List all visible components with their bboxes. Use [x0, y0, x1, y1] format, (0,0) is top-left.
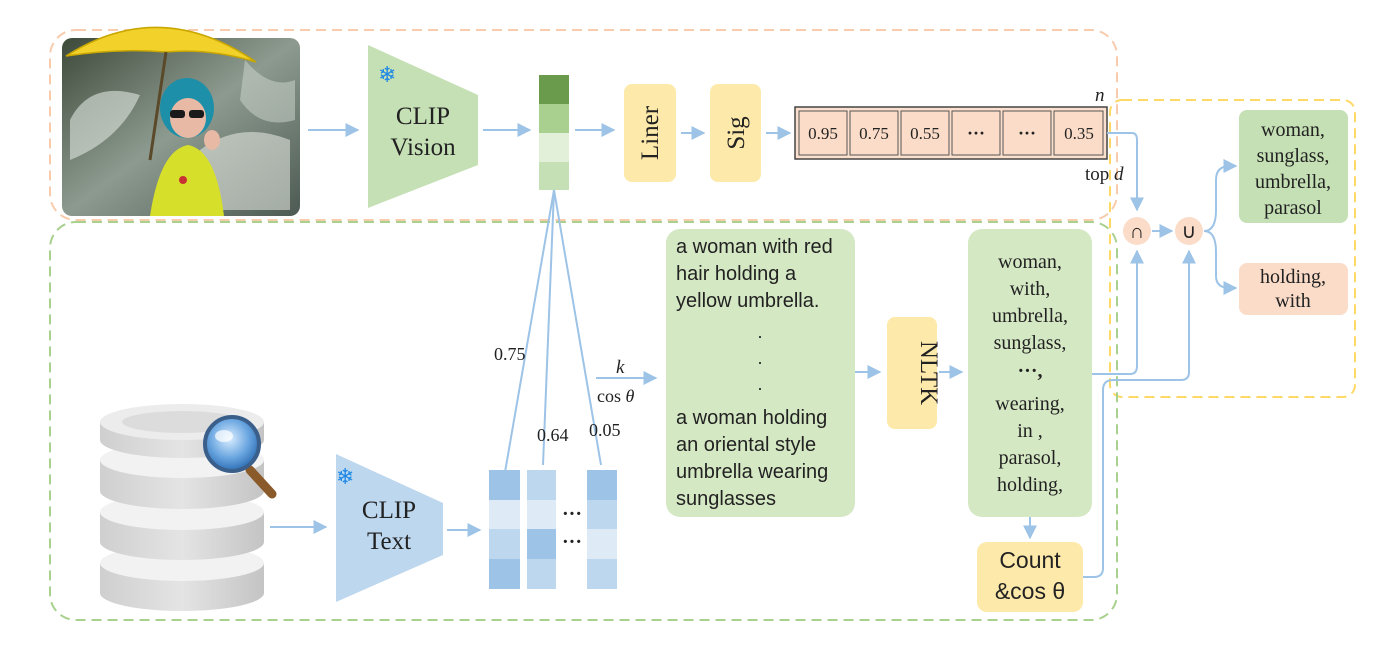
similarity-value: 0.05: [589, 420, 621, 440]
clip-vision-label-2: Vision: [390, 134, 456, 161]
captions-box: [666, 229, 855, 517]
nltk-label: NLTK: [915, 341, 942, 405]
sig-label: Sig: [723, 116, 750, 150]
caption-dot: .: [757, 348, 762, 368]
arrow-union-to-selected: [1203, 159, 1238, 232]
score-vector: [794, 106, 1108, 160]
score-cell: 0.55: [910, 124, 940, 143]
word-line: ···,: [1017, 360, 1042, 382]
words-box: [968, 229, 1092, 517]
intersection-operator: [1123, 217, 1151, 245]
sig-box: [710, 84, 761, 182]
caption-dot: .: [757, 322, 762, 342]
output-rejected-line: holding,: [1260, 266, 1326, 288]
caption-line: an oriental style: [676, 434, 816, 456]
clip-vision-encoder: [368, 45, 478, 208]
output-selected-line: umbrella,: [1255, 171, 1331, 193]
liner-box: [624, 84, 676, 182]
word-line: woman,: [998, 251, 1062, 273]
vision-branch-frame: [49, 29, 1118, 221]
similarity-line: [504, 189, 555, 473]
word-line: umbrella,: [992, 305, 1068, 327]
text-embedding: [489, 470, 520, 589]
top-d-label: top d: [1085, 164, 1124, 185]
output-rejected-line: with: [1275, 290, 1311, 312]
liner-label: Liner: [637, 105, 664, 160]
ellipsis: ···: [562, 503, 582, 525]
word-line: in ,: [1017, 420, 1043, 442]
input-photo: [62, 26, 300, 216]
k-label: k: [616, 357, 625, 378]
cos-theta-label: cos θ: [597, 386, 635, 406]
similarity-line: [553, 189, 602, 466]
caption-line: a woman with red: [676, 236, 833, 258]
arrow-count-to-union: [1083, 249, 1196, 578]
clip-vision-label-1: CLIP: [396, 103, 450, 130]
n-label: n: [1095, 85, 1105, 106]
caption-line: yellow umbrella.: [676, 290, 819, 312]
similarity-value: 0.75: [494, 344, 526, 364]
word-line: sunglass,: [994, 332, 1067, 354]
score-cell: ···: [967, 123, 985, 143]
output-selected-box: [1239, 110, 1348, 223]
intersection-symbol: ∩: [1130, 221, 1144, 243]
snowflake-icon: ❄: [378, 62, 396, 87]
arrow-words-to-intersection: [1092, 249, 1144, 375]
ellipsis: ···: [562, 531, 582, 553]
similarity-value: 0.64: [537, 425, 569, 445]
clip-text-label-1: CLIP: [362, 497, 416, 524]
score-cell: 0.35: [1064, 124, 1094, 143]
score-cell: ···: [1018, 123, 1036, 143]
clip-text-encoder: [336, 454, 443, 602]
caption-line: sunglasses: [676, 488, 776, 510]
magnifier-icon: [203, 415, 277, 499]
clip-text-label-2: Text: [367, 528, 411, 555]
word-line: holding,: [997, 474, 1063, 496]
text-embedding: [527, 470, 556, 589]
caption-line: a woman holding: [676, 407, 827, 429]
count-label-1: Count: [999, 547, 1061, 573]
caption-line: umbrella wearing: [676, 461, 828, 483]
text-embedding: [587, 470, 617, 589]
caption-line: hair holding a: [676, 263, 797, 285]
word-line: parasol,: [999, 447, 1062, 469]
score-cell: 0.75: [859, 124, 889, 143]
caption-dot: .: [757, 374, 762, 394]
union-operator: [1175, 217, 1203, 245]
fusion-frame: [1109, 99, 1356, 398]
union-symbol: ∪: [1182, 221, 1197, 243]
similarity-line: [542, 189, 555, 466]
output-selected-line: woman,: [1261, 119, 1325, 141]
snowflake-icon: ❄: [336, 464, 354, 489]
image-embedding: [539, 75, 569, 190]
output-selected-line: sunglass,: [1257, 145, 1330, 167]
arrow-union-to-rejected: [1203, 230, 1238, 295]
word-line: with,: [1010, 278, 1051, 300]
arrow-scores-to-intersection: [1107, 132, 1144, 212]
count-box: [977, 542, 1083, 612]
nltk-box: [887, 317, 937, 429]
word-line: wearing,: [995, 393, 1064, 415]
output-selected-line: parasol: [1264, 197, 1322, 219]
score-cell: 0.95: [808, 124, 838, 143]
output-rejected-box: [1239, 263, 1348, 315]
count-label-2: &cos θ: [995, 578, 1065, 604]
